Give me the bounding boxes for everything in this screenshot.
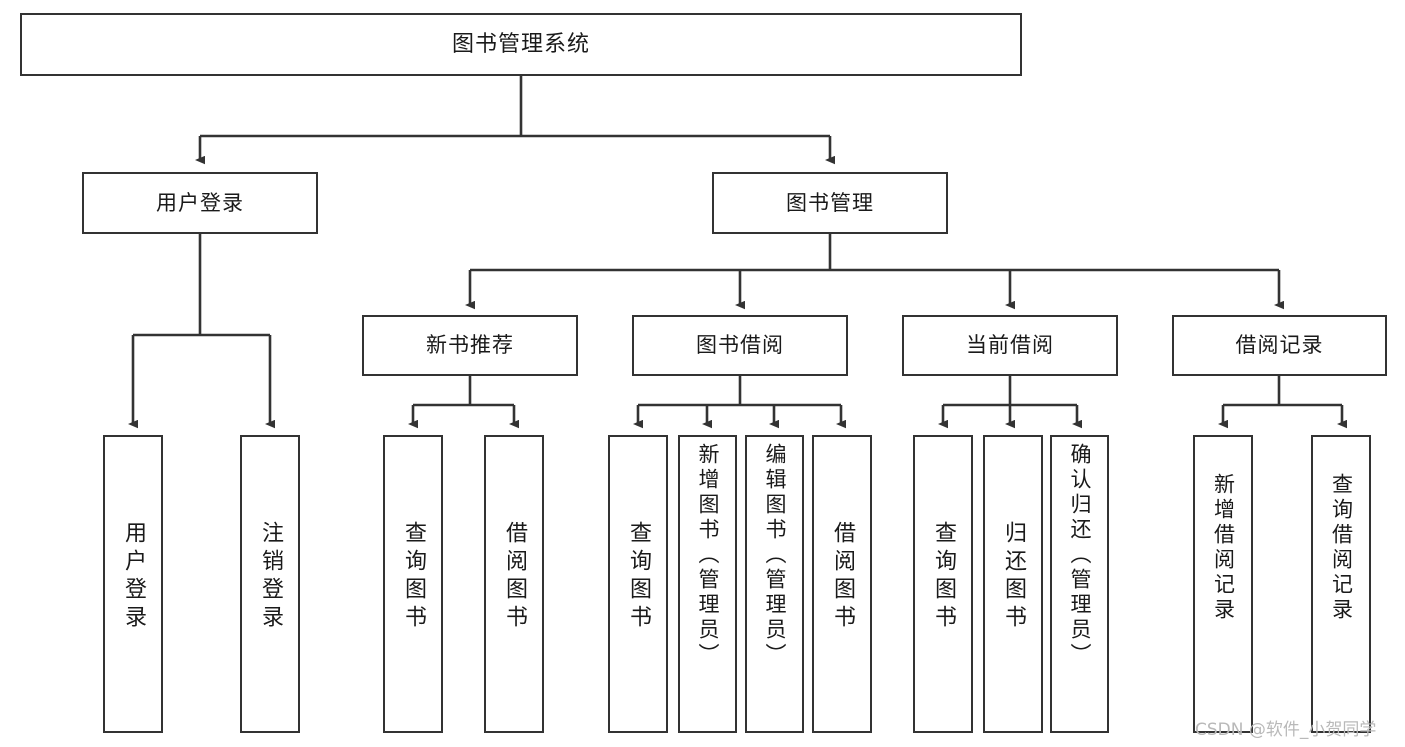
leaf-query-record-label: 查询借阅记录 — [1329, 473, 1354, 623]
leaf-query-record[interactable]: 查询借阅记录 — [1311, 435, 1371, 733]
leaf-user-login[interactable]: 用户登录 — [103, 435, 163, 733]
node-new-book-recommend[interactable]: 新书推荐 — [362, 315, 578, 376]
leaf-return-book[interactable]: 归还图书 — [983, 435, 1043, 733]
node-current-borrow-label: 当前借阅 — [966, 333, 1054, 358]
leaf-edit-book[interactable]: 编辑图书（管理员） — [745, 435, 804, 733]
node-book-borrow-label: 图书借阅 — [696, 333, 784, 358]
leaf-borrow-book-2[interactable]: 借阅图书 — [812, 435, 872, 733]
leaf-confirm-return-label: 确认归还（管理员） — [1068, 443, 1092, 668]
node-user-login-label: 用户登录 — [156, 190, 244, 215]
leaf-logout-login[interactable]: 注销登录 — [240, 435, 300, 733]
node-borrow-record[interactable]: 借阅记录 — [1172, 315, 1387, 376]
leaf-add-record-label: 新增借阅记录 — [1211, 473, 1236, 623]
node-book-manage-label: 图书管理 — [786, 190, 874, 215]
leaf-query-book-2[interactable]: 查询图书 — [608, 435, 668, 733]
leaf-borrow-book-2-label: 借阅图书 — [830, 521, 855, 633]
leaf-query-book-3-label: 查询图书 — [931, 521, 956, 633]
leaf-add-book[interactable]: 新增图书（管理员） — [678, 435, 737, 733]
node-book-borrow[interactable]: 图书借阅 — [632, 315, 848, 376]
node-root[interactable]: 图书管理系统 — [20, 13, 1022, 76]
leaf-borrow-book-1[interactable]: 借阅图书 — [484, 435, 544, 733]
leaf-borrow-book-1-label: 借阅图书 — [502, 521, 527, 633]
leaf-logout-login-label: 注销登录 — [258, 521, 283, 633]
leaf-query-book-2-label: 查询图书 — [626, 521, 651, 633]
node-user-login[interactable]: 用户登录 — [82, 172, 318, 234]
leaf-user-login-label: 用户登录 — [121, 521, 146, 633]
leaf-query-book-1-label: 查询图书 — [401, 521, 426, 633]
node-borrow-record-label: 借阅记录 — [1235, 333, 1324, 358]
leaf-add-book-label: 新增图书（管理员） — [696, 443, 720, 668]
leaf-query-book-1[interactable]: 查询图书 — [383, 435, 443, 733]
node-new-book-recommend-label: 新书推荐 — [426, 333, 514, 358]
node-current-borrow[interactable]: 当前借阅 — [902, 315, 1118, 376]
leaf-confirm-return[interactable]: 确认归还（管理员） — [1050, 435, 1109, 733]
node-book-manage[interactable]: 图书管理 — [712, 172, 948, 234]
leaf-edit-book-label: 编辑图书（管理员） — [763, 443, 787, 668]
leaf-query-book-3[interactable]: 查询图书 — [913, 435, 973, 733]
watermark: CSDN @软件_小贺同学 — [1195, 720, 1377, 740]
node-root-label: 图书管理系统 — [451, 31, 590, 57]
leaf-add-record[interactable]: 新增借阅记录 — [1193, 435, 1253, 733]
leaf-return-book-label: 归还图书 — [1001, 521, 1026, 633]
